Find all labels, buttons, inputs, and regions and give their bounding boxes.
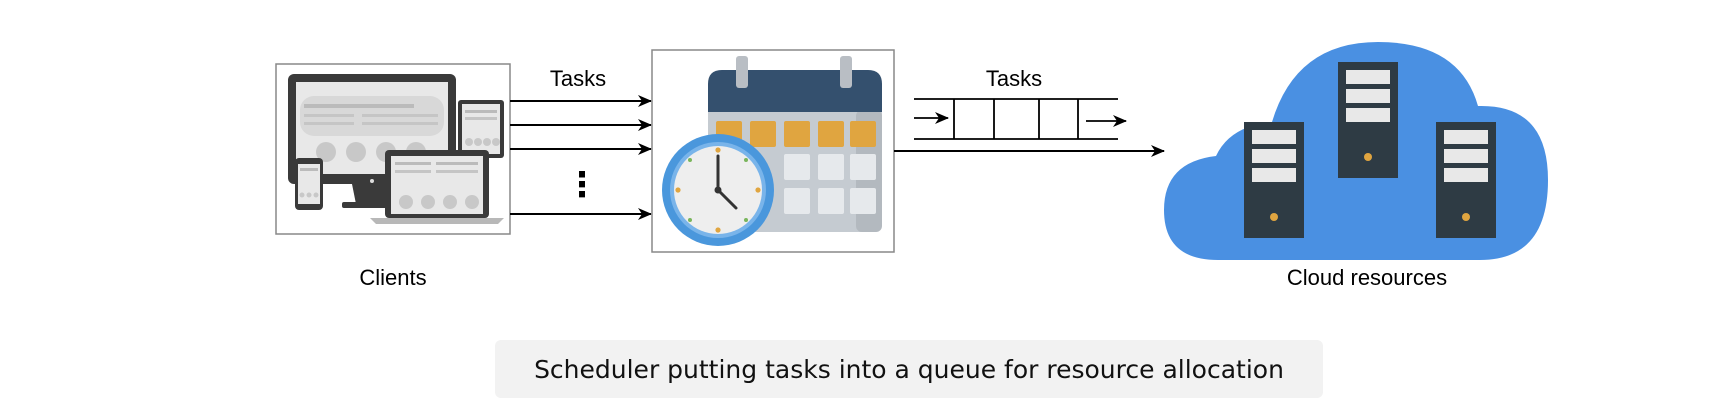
clients-box [275,63,511,235]
caption-text: Scheduler putting tasks into a queue for… [534,354,1284,384]
scheduler-diagram: Clients Tasks ⋮ [275,42,1548,290]
vertical-ellipsis: ⋮ [565,165,599,205]
tasks-label-left: Tasks [550,66,606,91]
caption-box: Scheduler putting tasks into a queue for… [495,340,1323,398]
queue-icon [914,98,1127,140]
clients-label: Clients [359,265,426,290]
calendar-clock-icon [662,56,882,246]
devices-icon [288,74,504,224]
cloud-servers-icon [1164,42,1548,260]
scheduler-box [651,49,895,253]
cloud-resources-label: Cloud resources [1287,265,1447,290]
tasks-label-right: Tasks [986,66,1042,91]
task-arrows-in [510,95,652,220]
